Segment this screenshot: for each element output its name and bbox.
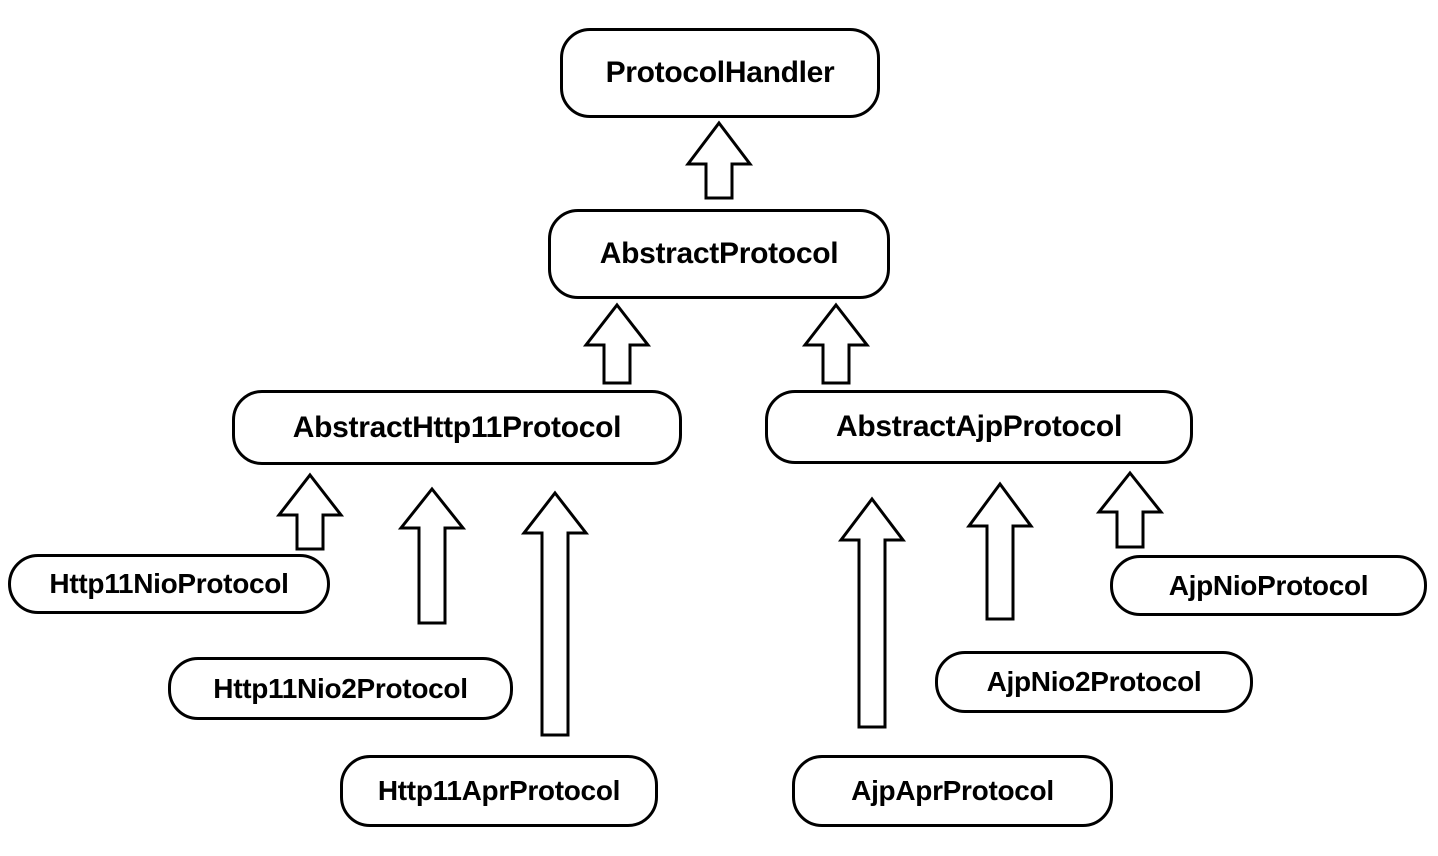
node-abstracthttp11protocol: AbstractHttp11Protocol <box>232 390 682 465</box>
inheritance-arrow-ajpapr-to-abstractajp <box>837 496 907 729</box>
node-ajpaprprotocol: AjpAprProtocol <box>792 755 1113 827</box>
inheritance-arrow-abstractajp-to-abstractprotocol <box>801 302 871 385</box>
inheritance-arrow-abstractprotocol-to-protocolhandler <box>684 120 754 200</box>
inheritance-arrow-abstracthttp11-to-abstractprotocol <box>582 302 652 385</box>
inheritance-arrow-http11nio-to-abstracthttp11 <box>275 472 345 551</box>
node-http11aprprotocol: Http11AprProtocol <box>340 755 658 827</box>
node-ajpnioprotocol: AjpNioProtocol <box>1110 555 1427 616</box>
inheritance-arrow-http11nio2-to-abstracthttp11 <box>397 486 467 625</box>
inheritance-arrow-http11apr-to-abstracthttp11 <box>520 490 590 737</box>
node-protocolhandler: ProtocolHandler <box>560 28 880 118</box>
node-abstractajpprotocol: AbstractAjpProtocol <box>765 390 1193 464</box>
inheritance-arrow-ajpnio2-to-abstractajp <box>966 481 1034 621</box>
node-http11nio2protocol: Http11Nio2Protocol <box>168 657 513 720</box>
node-ajpnio2protocol: AjpNio2Protocol <box>935 651 1253 713</box>
node-abstractprotocol: AbstractProtocol <box>548 209 890 299</box>
inheritance-arrow-ajpnio-to-abstractajp <box>1095 470 1165 549</box>
node-http11nioprotocol: Http11NioProtocol <box>8 554 330 614</box>
